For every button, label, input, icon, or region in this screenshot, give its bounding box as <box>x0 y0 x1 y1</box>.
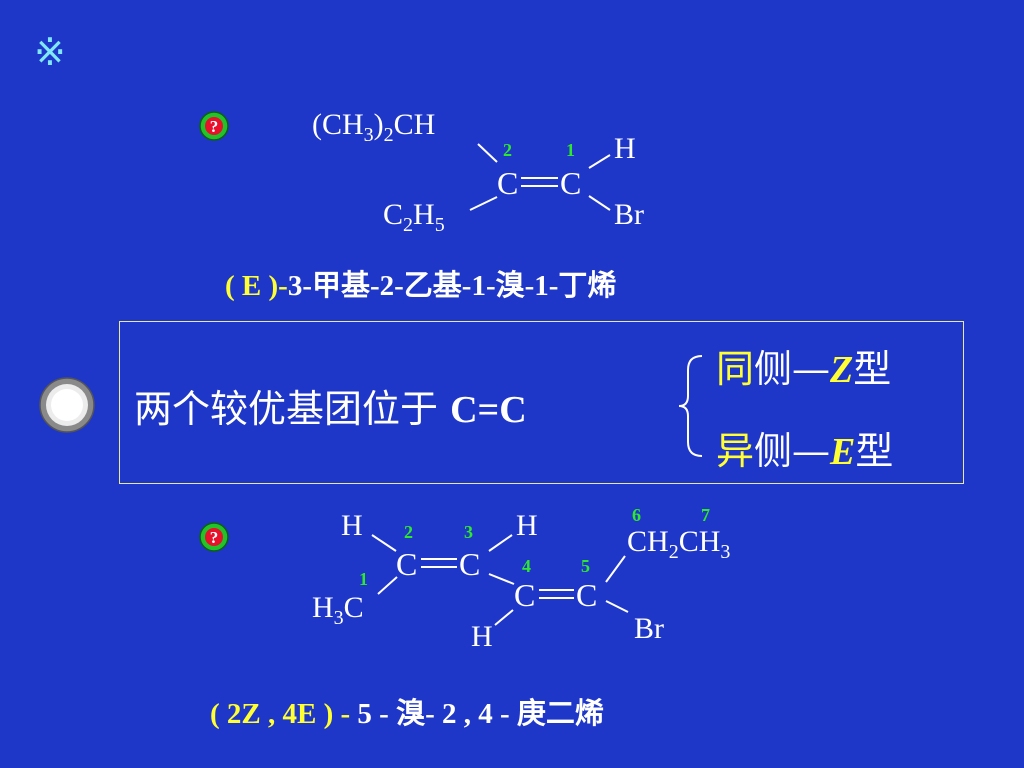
ornament-icon: ※ <box>34 30 66 74</box>
same-side-rest: 侧— <box>754 347 831 391</box>
mol1-group-br: Br <box>614 198 644 231</box>
mol1-bond-upper-right <box>588 154 611 169</box>
opposite-side-rest: 侧— <box>754 429 831 473</box>
mol2-number-5: 5 <box>581 556 590 576</box>
question-mark-text: ? <box>210 528 219 547</box>
mol1-group-c2h5: C2H5 <box>383 198 445 236</box>
mol2-carbon-5: C <box>576 577 597 613</box>
mol2-number-3: 3 <box>464 522 473 542</box>
mol2-bond-c3-c4 <box>488 573 515 585</box>
mol2-number-4: 4 <box>522 556 531 576</box>
e-letter: E <box>830 431 856 473</box>
mol1-name-rest: 3-甲基-2-乙基-1-溴-1-丁烯 <box>287 270 617 302</box>
mol2-iupac-name: ( 2Z , 4E ) - 5 - 溴- 2 , 4 - 庚二烯 <box>210 690 604 732</box>
rule-text-cjk: 两个较优基团位于 <box>134 387 439 431</box>
mol2-bond-c5-c6 <box>605 555 626 583</box>
mol2-bond-c3-h <box>488 534 513 552</box>
mol2-number-6: 6 <box>632 505 641 525</box>
mol1-number-1: 1 <box>566 140 575 160</box>
mol1-name-prefix: ( E )- <box>225 270 288 302</box>
same-side-char: 同 <box>716 347 755 391</box>
mol2-bond-c4-h <box>494 609 514 626</box>
opposite-type-suffix: 型 <box>855 429 894 473</box>
mol1-carbon-2: C <box>497 165 518 201</box>
question-badge-icon[interactable]: ? <box>198 521 230 553</box>
mol1-carbon-1: C <box>560 165 581 201</box>
mol2-h-top-left: H <box>341 509 363 542</box>
question-mark-text: ? <box>210 117 219 136</box>
mol2-carbon-4: C <box>514 577 535 613</box>
molecule-1-structure: (CH3)2CH C2H5 H Br C C 2 1 <box>312 108 644 236</box>
question-badge-icon[interactable]: ? <box>198 110 230 142</box>
z-letter: Z <box>830 349 854 391</box>
mol2-number-1: 1 <box>359 569 368 589</box>
rule-option-opposite-side: 异侧—E型 <box>716 420 893 475</box>
mol1-iupac-name: ( E )-3-甲基-2-乙基-1-溴-1-丁烯 <box>225 262 616 304</box>
mol1-bond-upper-left <box>477 143 498 163</box>
mol2-name-prefix: ( 2Z , 4E ) - <box>210 698 351 730</box>
mol2-carbon-3: C <box>459 546 480 582</box>
rule-text: 两个较优基团位于 C=C <box>134 378 527 433</box>
mol2-h3c: H3C <box>312 591 364 629</box>
mol2-number-2: 2 <box>404 522 413 542</box>
mol1-group-h: H <box>614 132 636 165</box>
mol2-name-rest: 5 - 溴- 2 , 4 - 庚二烯 <box>350 698 604 730</box>
brace-icon <box>678 355 703 457</box>
mol2-number-7: 7 <box>701 505 710 525</box>
mol2-h-top-mid: H <box>516 509 538 542</box>
rule-option-same-side: 同侧—Z型 <box>716 338 891 393</box>
mol2-ch2ch3: CH2CH3 <box>627 525 730 563</box>
mol2-carbon-2: C <box>396 546 417 582</box>
opposite-side-char: 异 <box>716 429 755 473</box>
mol2-bond-h-c2 <box>371 534 397 552</box>
mol1-bond-lower-right <box>588 195 611 211</box>
mol1-number-2: 2 <box>503 140 512 160</box>
mol2-h-bottom: H <box>471 620 493 653</box>
rule-box: 两个较优基团位于 C=C 同侧—Z型 异侧—E型 <box>119 321 964 484</box>
mol2-br: Br <box>634 612 664 645</box>
mol1-group-ch3-2-ch: (CH3)2CH <box>312 108 435 146</box>
mol2-bond-c1-c2 <box>377 576 398 595</box>
mol2-bond-c5-br <box>605 600 629 613</box>
same-type-suffix: 型 <box>853 347 892 391</box>
mol1-bond-lower-left <box>469 196 498 211</box>
rule-bond: C=C <box>450 389 527 431</box>
round-button-icon[interactable] <box>38 376 96 434</box>
